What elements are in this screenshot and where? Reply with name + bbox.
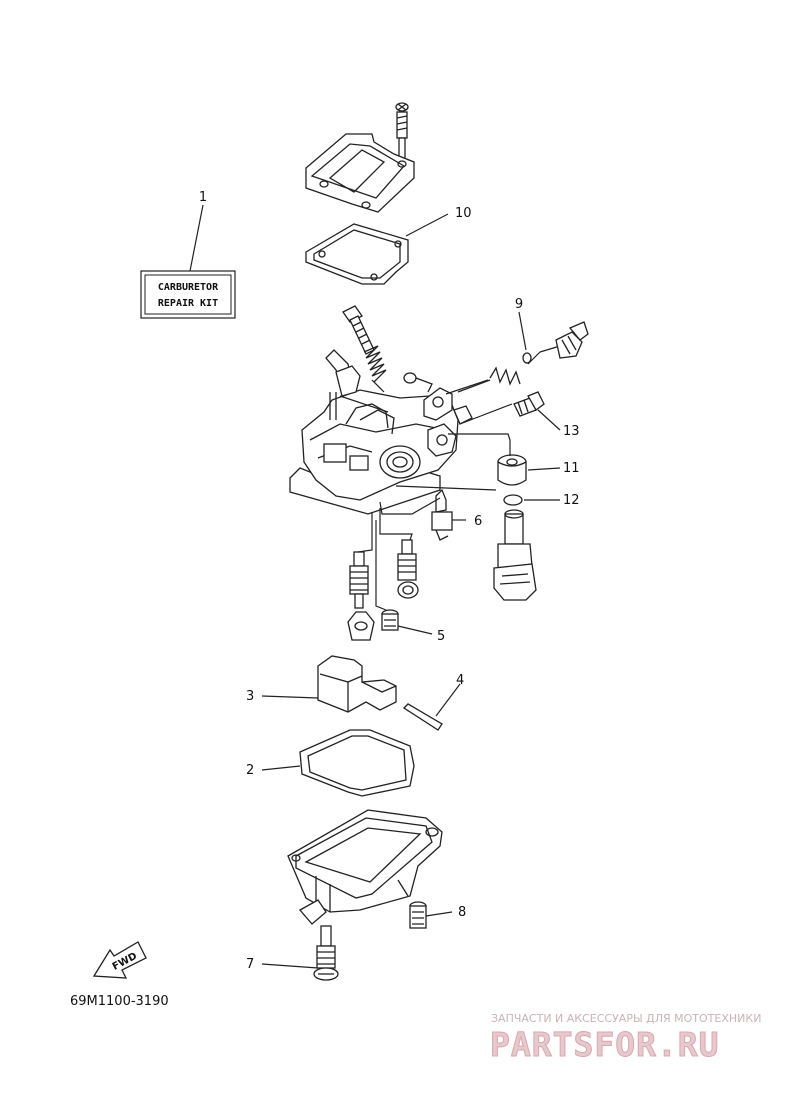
callout-1: 1 (199, 190, 207, 205)
screw-part-8 (409, 901, 427, 929)
needle-valve-part-6 (431, 488, 453, 541)
jet-holder-part-11 (497, 454, 527, 486)
callout-9: 9 (515, 297, 523, 312)
gasket-part-10 (305, 223, 409, 285)
callout-6: 6 (474, 514, 482, 529)
carburetor-body (289, 349, 473, 515)
pilot-screw (342, 305, 387, 383)
callout-11: 11 (563, 461, 580, 476)
main-nozzle-assembly (493, 509, 537, 601)
idle-screw-spring (403, 366, 521, 393)
screw-part-5 (381, 609, 399, 631)
float-pin-part-4 (402, 703, 443, 731)
watermark-tagline: ЗАПЧАСТИ И АКСЕССУАРЫ ДЛЯ МОТОТЕХНИКИ (491, 1012, 761, 1025)
callout-12: 12 (563, 493, 580, 508)
repair-kit-line2: REPAIR KIT (158, 298, 218, 309)
o-ring-part-12 (503, 494, 523, 506)
slow-jet (347, 551, 375, 641)
fwd-arrow-icon: FWD (92, 941, 147, 979)
float-chamber-gasket-part-2 (299, 729, 415, 797)
watermark: ЗАПЧАСТИ И АКСЕССУАРЫ ДЛЯ МОТОТЕХНИКИ PA… (490, 1012, 762, 1065)
diagram-code: 69M1100-3190 (70, 994, 169, 1009)
watermark-logo: PARTSFOR.RU (490, 1025, 720, 1064)
drain-screw-part-7 (313, 925, 339, 981)
callout-13: 13 (563, 424, 580, 439)
repair-kit-line1: CARBURETOR (158, 282, 219, 293)
main-jet (397, 539, 419, 599)
float-part-3 (317, 655, 397, 713)
callout-7: 7 (246, 957, 254, 972)
callout-4: 4 (456, 673, 464, 688)
repair-kit-box: CARBURETOR REPAIR KIT (140, 270, 236, 319)
callout-5: 5 (437, 629, 445, 644)
o-ring-part-9 (522, 352, 532, 364)
assembly-lines (339, 351, 541, 611)
callout-10: 10 (455, 206, 472, 221)
screw-part-13 (513, 391, 545, 417)
callout-3: 3 (246, 689, 254, 704)
callout-2: 2 (246, 763, 254, 778)
callout-8: 8 (458, 905, 466, 920)
pilot-adjusting-screw (539, 321, 589, 359)
callout-lines (189, 204, 561, 969)
float-chamber (287, 809, 443, 925)
top-cover-plate (305, 102, 415, 213)
